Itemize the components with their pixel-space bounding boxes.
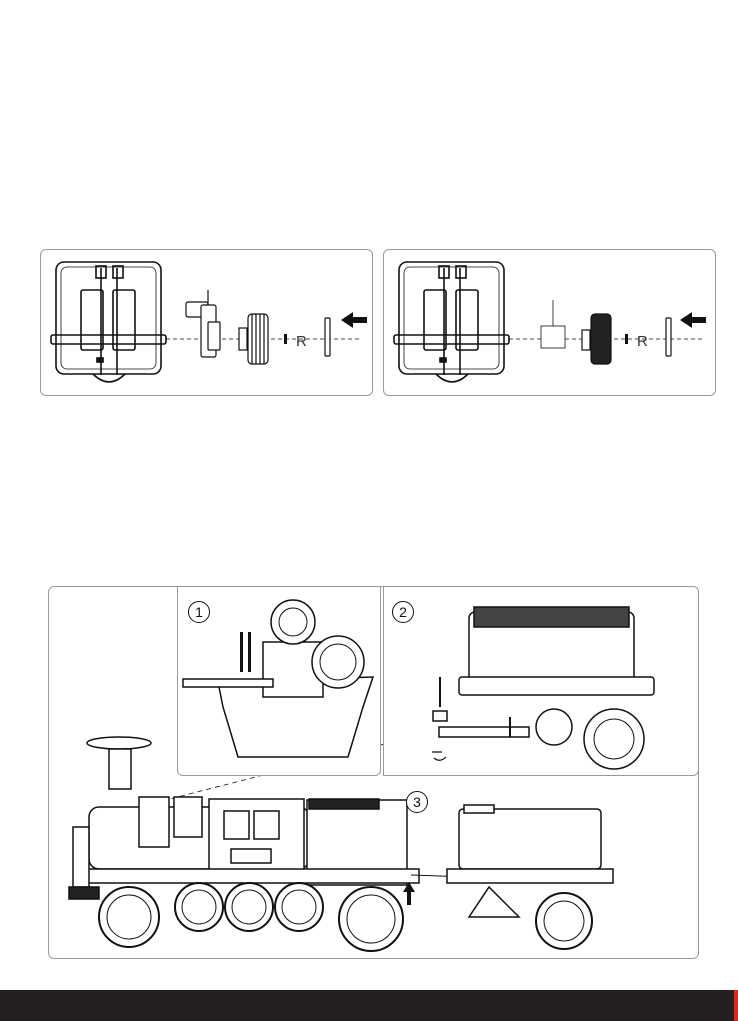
step-2-drawing — [384, 587, 698, 775]
footer-bar — [0, 990, 738, 1021]
step-2-inset — [383, 586, 699, 776]
top-left-assembly-panel: R — [40, 249, 373, 396]
locomotive-wheels — [99, 883, 403, 951]
seat-base-drawing — [51, 262, 166, 382]
wheel-drawing — [582, 314, 611, 364]
top-right-assembly-panel: R — [383, 249, 716, 396]
spacer-drawing — [541, 300, 565, 348]
washer-pin-drawing — [284, 334, 287, 344]
footer-accent — [734, 990, 738, 1021]
hubcap-drawing — [666, 318, 671, 356]
washer-pin-drawing — [625, 334, 628, 344]
step-1-badge: 1 — [188, 601, 210, 623]
idle-wheel-exploded-view: R — [384, 250, 715, 395]
wagon-wheel — [536, 893, 592, 949]
seat-base-drawing — [394, 262, 509, 382]
hubcap-drawing — [325, 318, 330, 356]
wagon-drawing — [447, 805, 613, 917]
step-2-badge: 2 — [392, 601, 414, 623]
step-3-badge: 3 — [406, 791, 428, 813]
arrow-icon — [680, 312, 706, 328]
arrow-icon — [341, 312, 367, 328]
wheel-drawing — [239, 314, 268, 364]
train-assembly-panel: 1 2 3 — [48, 586, 699, 959]
axle-clip-label-left: R — [296, 333, 307, 350]
motor-wheel-exploded-view: R — [41, 250, 372, 395]
gearbox-drawing — [186, 290, 220, 357]
axle-clip-label-right: R — [637, 333, 648, 350]
